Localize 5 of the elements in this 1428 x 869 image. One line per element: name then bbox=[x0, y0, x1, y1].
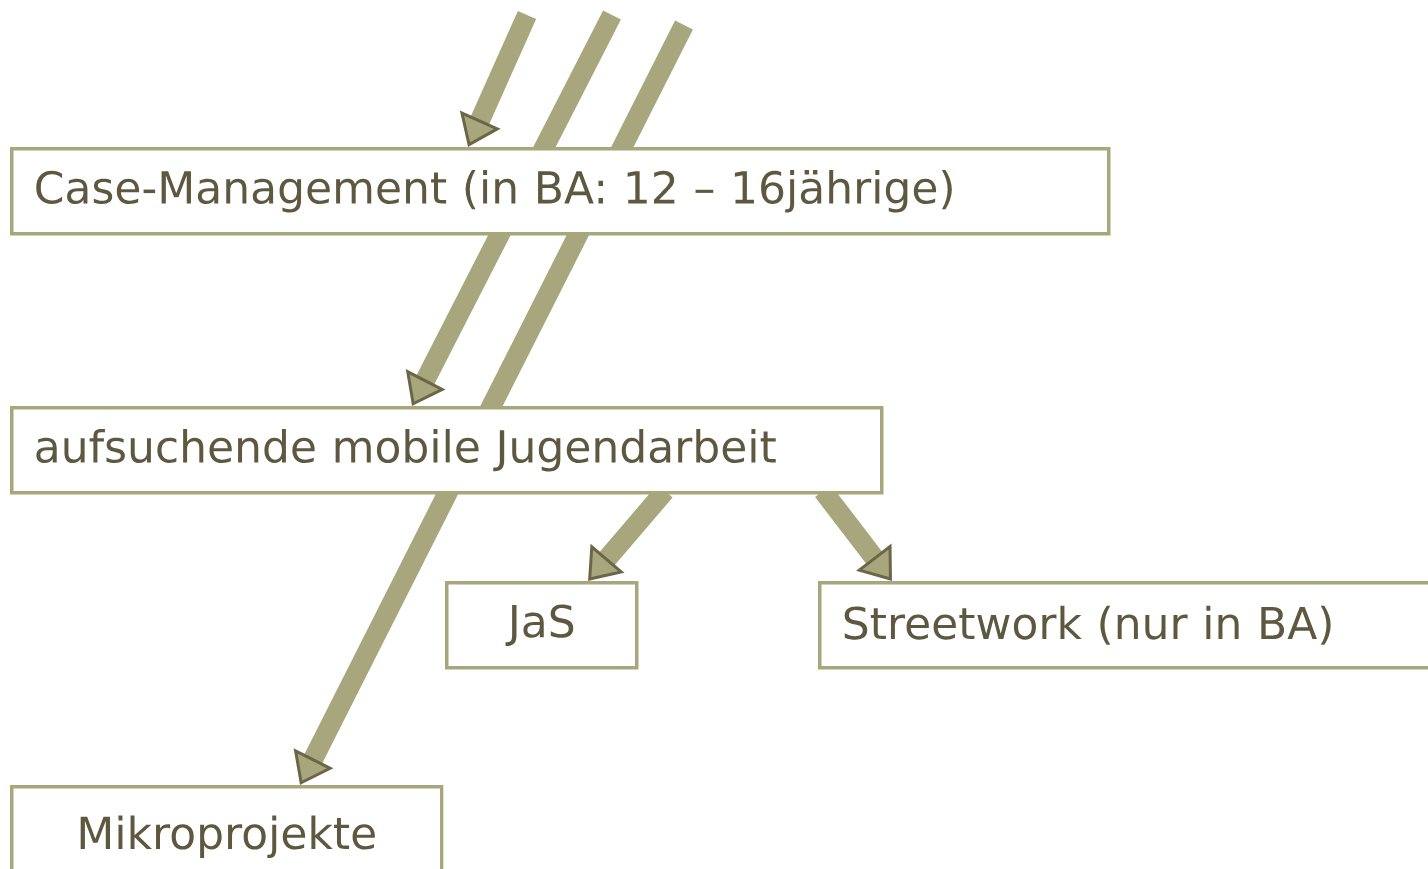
box: aufsuchende mobile Jugendarbeit bbox=[10, 406, 884, 495]
box: Streetwork (nur in BA) bbox=[818, 581, 1428, 670]
box: Case-Management (in BA: 12 – 16jährige) bbox=[10, 147, 1111, 236]
box: Mikroprojekte bbox=[10, 785, 444, 869]
box: JaS bbox=[445, 581, 639, 670]
